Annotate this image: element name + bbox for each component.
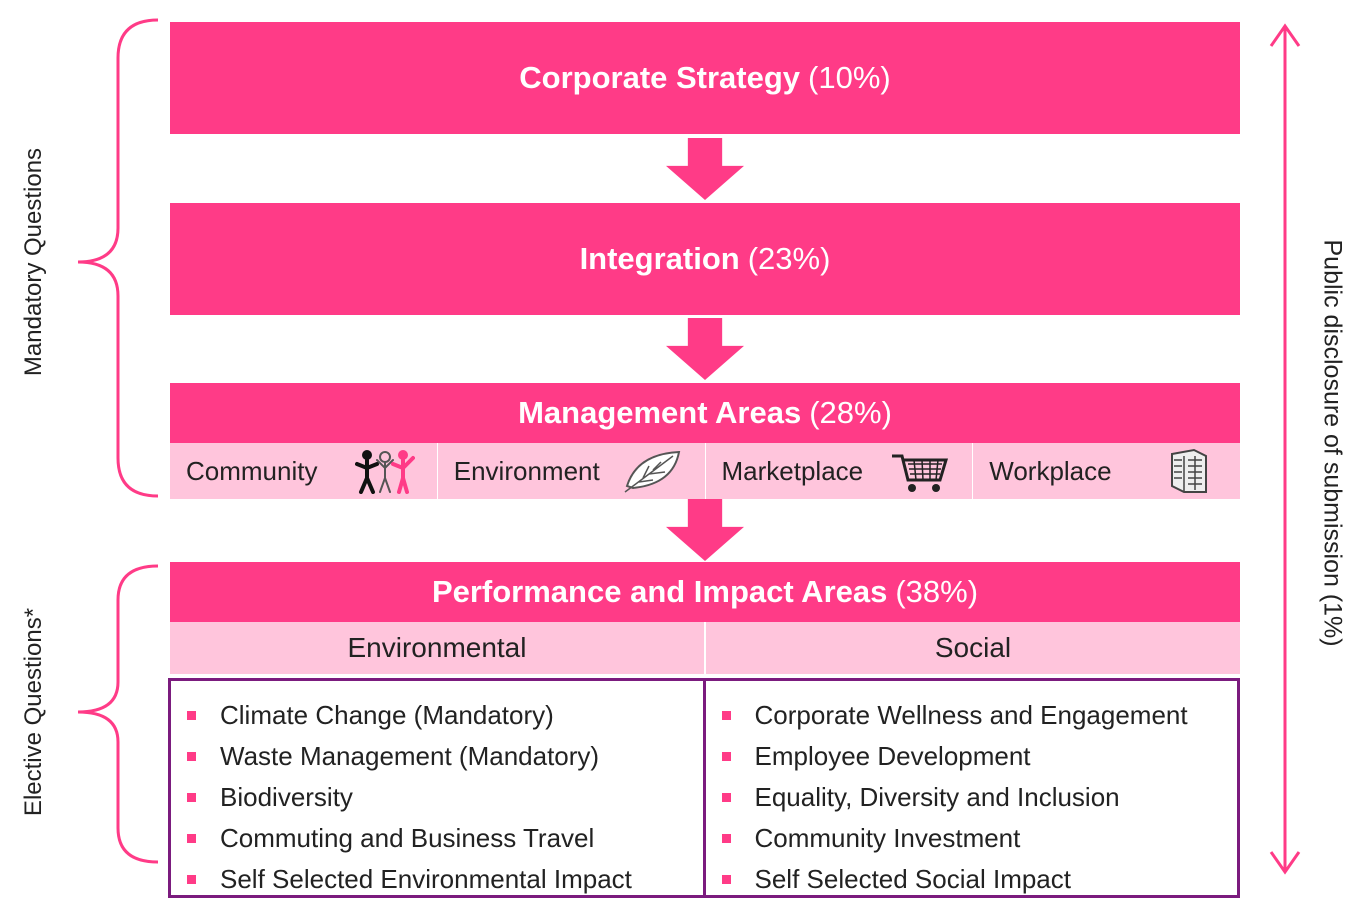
corporate-strategy-title: Corporate Strategy [519, 60, 801, 95]
list-item: Corporate Wellness and Engagement [721, 695, 1238, 736]
mandatory-bracket [77, 18, 159, 498]
list-item: Commuting and Business Travel [187, 818, 703, 859]
integration-pct: (23%) [747, 241, 831, 276]
bullet-icon [187, 711, 196, 720]
leaf-icon [624, 450, 680, 493]
performance-title: Performance and Impact Areas [431, 574, 888, 609]
environmental-heading: Environmental [170, 622, 706, 674]
management-areas-pct: (28%) [809, 395, 892, 430]
area-workplace: Workplace [972, 443, 1240, 499]
public-disclosure-label: Public disclosure of submission (1%) [1318, 239, 1347, 647]
list-item: Waste Management (Mandatory) [187, 736, 703, 777]
area-environment: Environment [436, 443, 705, 499]
social-heading: Social [934, 632, 1012, 663]
environmental-list: Climate Change (Mandatory) Waste Managem… [171, 681, 706, 895]
elective-questions-label: Elective Questions* [20, 607, 47, 817]
corporate-strategy-pct: (10%) [808, 60, 891, 95]
management-areas-box: Management Areas (28%) [170, 383, 1240, 443]
area-community-label: Community [186, 455, 318, 486]
list-item: Self Selected Social Impact [721, 859, 1238, 900]
performance-pct: (38%) [895, 574, 979, 609]
area-marketplace: Marketplace [704, 443, 973, 499]
list-item: Biodiversity [187, 777, 703, 818]
mandatory-questions-label: Mandatory Questions [20, 147, 47, 377]
bullet-icon [721, 793, 731, 802]
bullet-icon [187, 793, 196, 802]
list-item: Community Investment [721, 818, 1238, 859]
double-arrow [1269, 23, 1301, 875]
bullet-icon [187, 752, 196, 761]
performance-box: Performance and Impact Areas (38%) [170, 562, 1240, 622]
area-marketplace-label: Marketplace [721, 455, 864, 486]
corporate-strategy-box: Corporate Strategy (10%) [170, 22, 1240, 134]
list-item: Employee Development [721, 736, 1238, 777]
list-item: Climate Change (Mandatory) [187, 695, 703, 736]
area-environment-label: Environment [453, 455, 600, 486]
integration-box: Integration (23%) [170, 203, 1240, 315]
list-item: Self Selected Environmental Impact [187, 859, 703, 900]
bullet-icon [721, 711, 731, 720]
area-workplace-label: Workplace [989, 455, 1112, 486]
bullet-icon [721, 834, 731, 843]
bullet-icon [721, 875, 731, 884]
area-community: Community [170, 443, 437, 499]
bullet-icon [721, 752, 731, 761]
office-building-icon [1171, 448, 1207, 493]
bullet-icon [187, 834, 196, 843]
management-areas-row: Community Environment Marketplace [170, 443, 1240, 499]
integration-title: Integration [579, 241, 740, 276]
elective-bracket [77, 564, 159, 864]
shopping-cart-icon [892, 454, 949, 492]
performance-split-header: Environmental Social [170, 622, 1240, 674]
performance-lists: Climate Change (Mandatory) Waste Managem… [168, 678, 1240, 898]
social-list: Corporate Wellness and Engagement Employ… [706, 681, 1238, 895]
bullet-icon [187, 875, 196, 884]
people-icon [354, 450, 415, 494]
management-areas-title: Management Areas [518, 395, 802, 430]
list-item: Equality, Diversity and Inclusion [721, 777, 1238, 818]
